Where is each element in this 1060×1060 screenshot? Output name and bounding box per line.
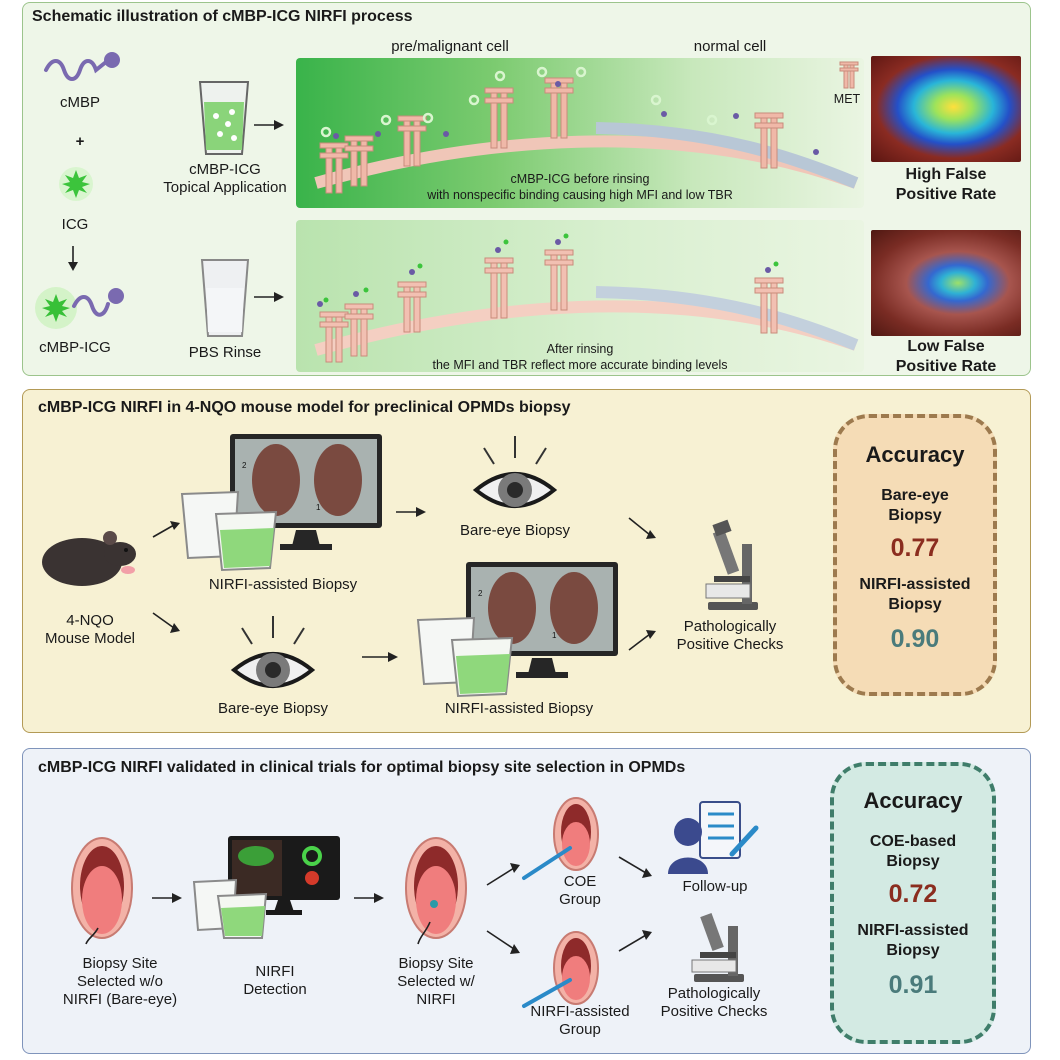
nirfi-group-label: NIRFI-assisted Group xyxy=(530,1003,630,1038)
accuracy-value-nirfi: 0.90 xyxy=(890,625,940,653)
accuracy-value-coe: 0.72 xyxy=(888,880,938,908)
open-mouth-icon-2 xyxy=(405,837,467,945)
arrow-down-icon xyxy=(68,246,78,271)
arrow-right-icon-2 xyxy=(254,292,284,302)
open-mouth-icon-1 xyxy=(71,837,133,945)
accuracy-title-2: Accuracy xyxy=(865,442,965,467)
accuracy-box-mouse: Accuracy Bare-eye Biopsy 0.77 NIRFI-assi… xyxy=(833,414,997,696)
coe-mouth-swab-icon xyxy=(522,797,599,880)
panel1-title: Schematic illustration of cMBP-ICG NIRFI… xyxy=(32,8,413,25)
arrow-up-right-icon xyxy=(152,521,180,538)
beaker-pair-icon xyxy=(180,490,278,572)
monitor-nirfi-image xyxy=(228,836,340,915)
screen-mark-2b: 2 xyxy=(478,589,483,598)
accuracy-title-3: Accuracy xyxy=(863,788,963,813)
arrow-right-icon-4 xyxy=(362,652,398,662)
monitor-mouse-tongue-image-2: 2 1 xyxy=(466,562,618,678)
accuracy-label-nirfi-clinical: NIRFI-assisted Biopsy xyxy=(857,922,969,959)
icg-label: ICG xyxy=(61,216,89,233)
icg-dye-icon xyxy=(59,167,93,201)
nirfi-detection-label: NIRFI Detection xyxy=(243,963,307,998)
cmbp-peptide-icon xyxy=(44,52,120,81)
eye-icon-bottom xyxy=(230,616,316,688)
bare-eye-bottom-label: Bare-eye Biopsy xyxy=(217,700,329,717)
microscope-icon-2 xyxy=(691,913,744,982)
beaker-pair-icon-3 xyxy=(192,878,268,939)
arrow-up-right-icon-4 xyxy=(618,930,652,952)
after-rinse-caption: After rinsing the MFI and TBR reflect mo… xyxy=(432,342,728,372)
site-without-nirfi-label: Biopsy Site Selected w/o NIRFI (Bare-eye… xyxy=(62,955,178,1008)
follow-up-label: Follow-up xyxy=(682,878,748,895)
accuracy-value-bare-eye: 0.77 xyxy=(890,534,940,562)
arrow-right-icon-3 xyxy=(396,507,426,517)
arrow-right-icon xyxy=(254,120,284,130)
premalignant-cell-label: pre/malignant cell xyxy=(391,38,509,55)
accuracy-label-nirfi: NIRFI-assisted Biopsy xyxy=(859,576,971,613)
cell-membrane-band-after xyxy=(296,220,864,372)
mouse-icon xyxy=(42,531,136,586)
arrow-down-right-icon-2 xyxy=(628,517,656,539)
accuracy-label-bare-eye: Bare-eye Biopsy xyxy=(881,487,949,524)
mouse-model-label: 4-NQO Mouse Model xyxy=(44,612,136,647)
microscope-icon xyxy=(705,519,758,610)
cmbp-label: cMBP xyxy=(59,94,100,111)
accuracy-label-coe: COE-based Biopsy xyxy=(869,833,957,870)
panel2-title: cMBP-ICG NIRFI in 4-NQO mouse model for … xyxy=(38,399,571,416)
patho-checks-label-2: Pathologically Positive Checks xyxy=(676,618,784,653)
plus-sign: + xyxy=(75,133,85,150)
screen-mark-1: 1 xyxy=(316,503,321,512)
accuracy-value-nirfi-clinical: 0.91 xyxy=(888,971,938,999)
arrow-down-right-icon xyxy=(152,612,180,633)
arrow-right-icon-5 xyxy=(152,893,182,903)
nirfi-biopsy-top-label: NIRFI-assisted Biopsy xyxy=(208,576,358,593)
eye-icon-top xyxy=(472,436,558,508)
topical-application-label: cMBP-ICG Topical Application xyxy=(163,161,287,196)
beaker-pair-icon-2 xyxy=(416,616,514,698)
arrow-right-icon-6 xyxy=(354,893,384,903)
arrow-down-right-icon-4 xyxy=(618,856,652,878)
green-beaker-icon xyxy=(198,81,250,155)
pbs-rinse-label: PBS Rinse xyxy=(188,344,262,361)
arrow-up-right-icon-3 xyxy=(486,863,520,886)
membrane-after-illustration xyxy=(314,233,859,363)
follow-up-clipboard-icon xyxy=(668,801,759,874)
cell-membrane-band-before xyxy=(296,58,864,208)
arrow-up-right-icon-2 xyxy=(628,630,656,651)
pbs-beaker-icon xyxy=(200,259,250,337)
before-rinse-caption: cMBP-ICG before rinsing with nonspecific… xyxy=(427,172,733,202)
cmbp-icg-conjugate-icon xyxy=(35,287,124,329)
membrane-before-illustration xyxy=(314,61,859,194)
accuracy-box-clinical: Accuracy COE-based Biopsy 0.72 NIRFI-ass… xyxy=(830,762,996,1044)
high-false-positive-label: High False Positive Rate xyxy=(895,166,997,203)
screen-mark-2: 2 xyxy=(242,461,247,470)
screen-mark-1b: 1 xyxy=(552,631,557,640)
cmbp-icg-label: cMBP-ICG xyxy=(39,339,111,356)
coe-group-label: COE Group xyxy=(559,873,601,908)
met-label: MET xyxy=(833,92,861,106)
monitor-mouse-tongue-image: 2 1 xyxy=(230,434,382,550)
nirfi-biopsy-bottom-label: NIRFI-assisted Biopsy xyxy=(444,700,594,717)
site-with-nirfi-label: Biopsy Site Selected w/ NIRFI xyxy=(397,955,475,1008)
high-fp-fluorescence-image xyxy=(871,56,1021,162)
nirfi-mouth-swab-icon xyxy=(522,931,599,1008)
bare-eye-top-label: Bare-eye Biopsy xyxy=(459,522,571,539)
arrow-down-right-icon-3 xyxy=(486,930,520,954)
panel3-title: cMBP-ICG NIRFI validated in clinical tri… xyxy=(38,759,686,776)
low-fp-fluorescence-image xyxy=(871,230,1021,336)
low-false-positive-label: Low False Positive Rate xyxy=(895,338,997,375)
patho-checks-label-3: Pathologically Positive Checks xyxy=(660,985,768,1020)
normal-cell-label: normal cell xyxy=(693,38,767,55)
